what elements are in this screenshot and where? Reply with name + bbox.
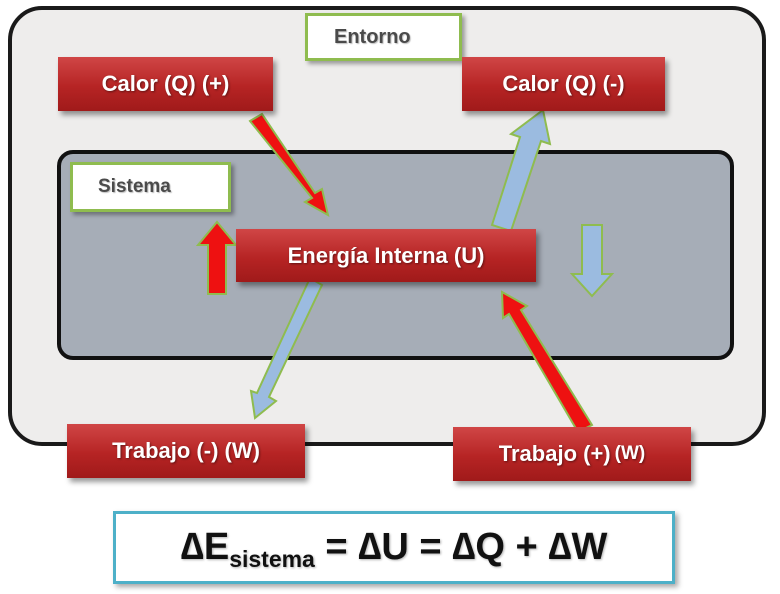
- calor-out-node: Calor (Q) (-): [462, 57, 665, 111]
- trabajo-out-node: Trabajo (-) (W): [67, 424, 305, 478]
- equation-lhs-subscript: sistema: [229, 546, 315, 572]
- internal-increase-arrow: [195, 220, 239, 295]
- trabajo-in-arrow: [500, 290, 594, 434]
- trabajo-in-node: Trabajo (+) (W): [453, 427, 691, 481]
- sistema-label-text: Sistema: [98, 176, 171, 197]
- trabajo-out-text: Trabajo (-) (W): [112, 438, 260, 463]
- sistema-label: Sistema: [70, 162, 231, 212]
- trabajo-in-text: Trabajo (+): [498, 441, 611, 466]
- internal-decrease-arrow: [569, 224, 615, 298]
- energia-interna-text: Energía Interna (U): [287, 242, 485, 268]
- equation-rhs: = ∆U = ∆Q + ∆W: [314, 526, 608, 568]
- entorno-label: Entorno: [305, 13, 462, 61]
- equation-lhs: ∆E: [180, 526, 230, 568]
- calor-out-text: Calor (Q) (-): [502, 71, 625, 96]
- calor-out-arrow: [490, 108, 552, 233]
- entorno-label-text: Entorno: [334, 25, 411, 48]
- trabajo-out-arrow: [249, 276, 324, 420]
- calor-in-node: Calor (Q) (+): [58, 57, 273, 111]
- calor-in-arrow: [248, 112, 330, 217]
- trabajo-in-unit: (W): [614, 443, 646, 464]
- energia-interna-node: Energía Interna (U): [236, 229, 536, 282]
- calor-in-text: Calor (Q) (+): [101, 71, 230, 96]
